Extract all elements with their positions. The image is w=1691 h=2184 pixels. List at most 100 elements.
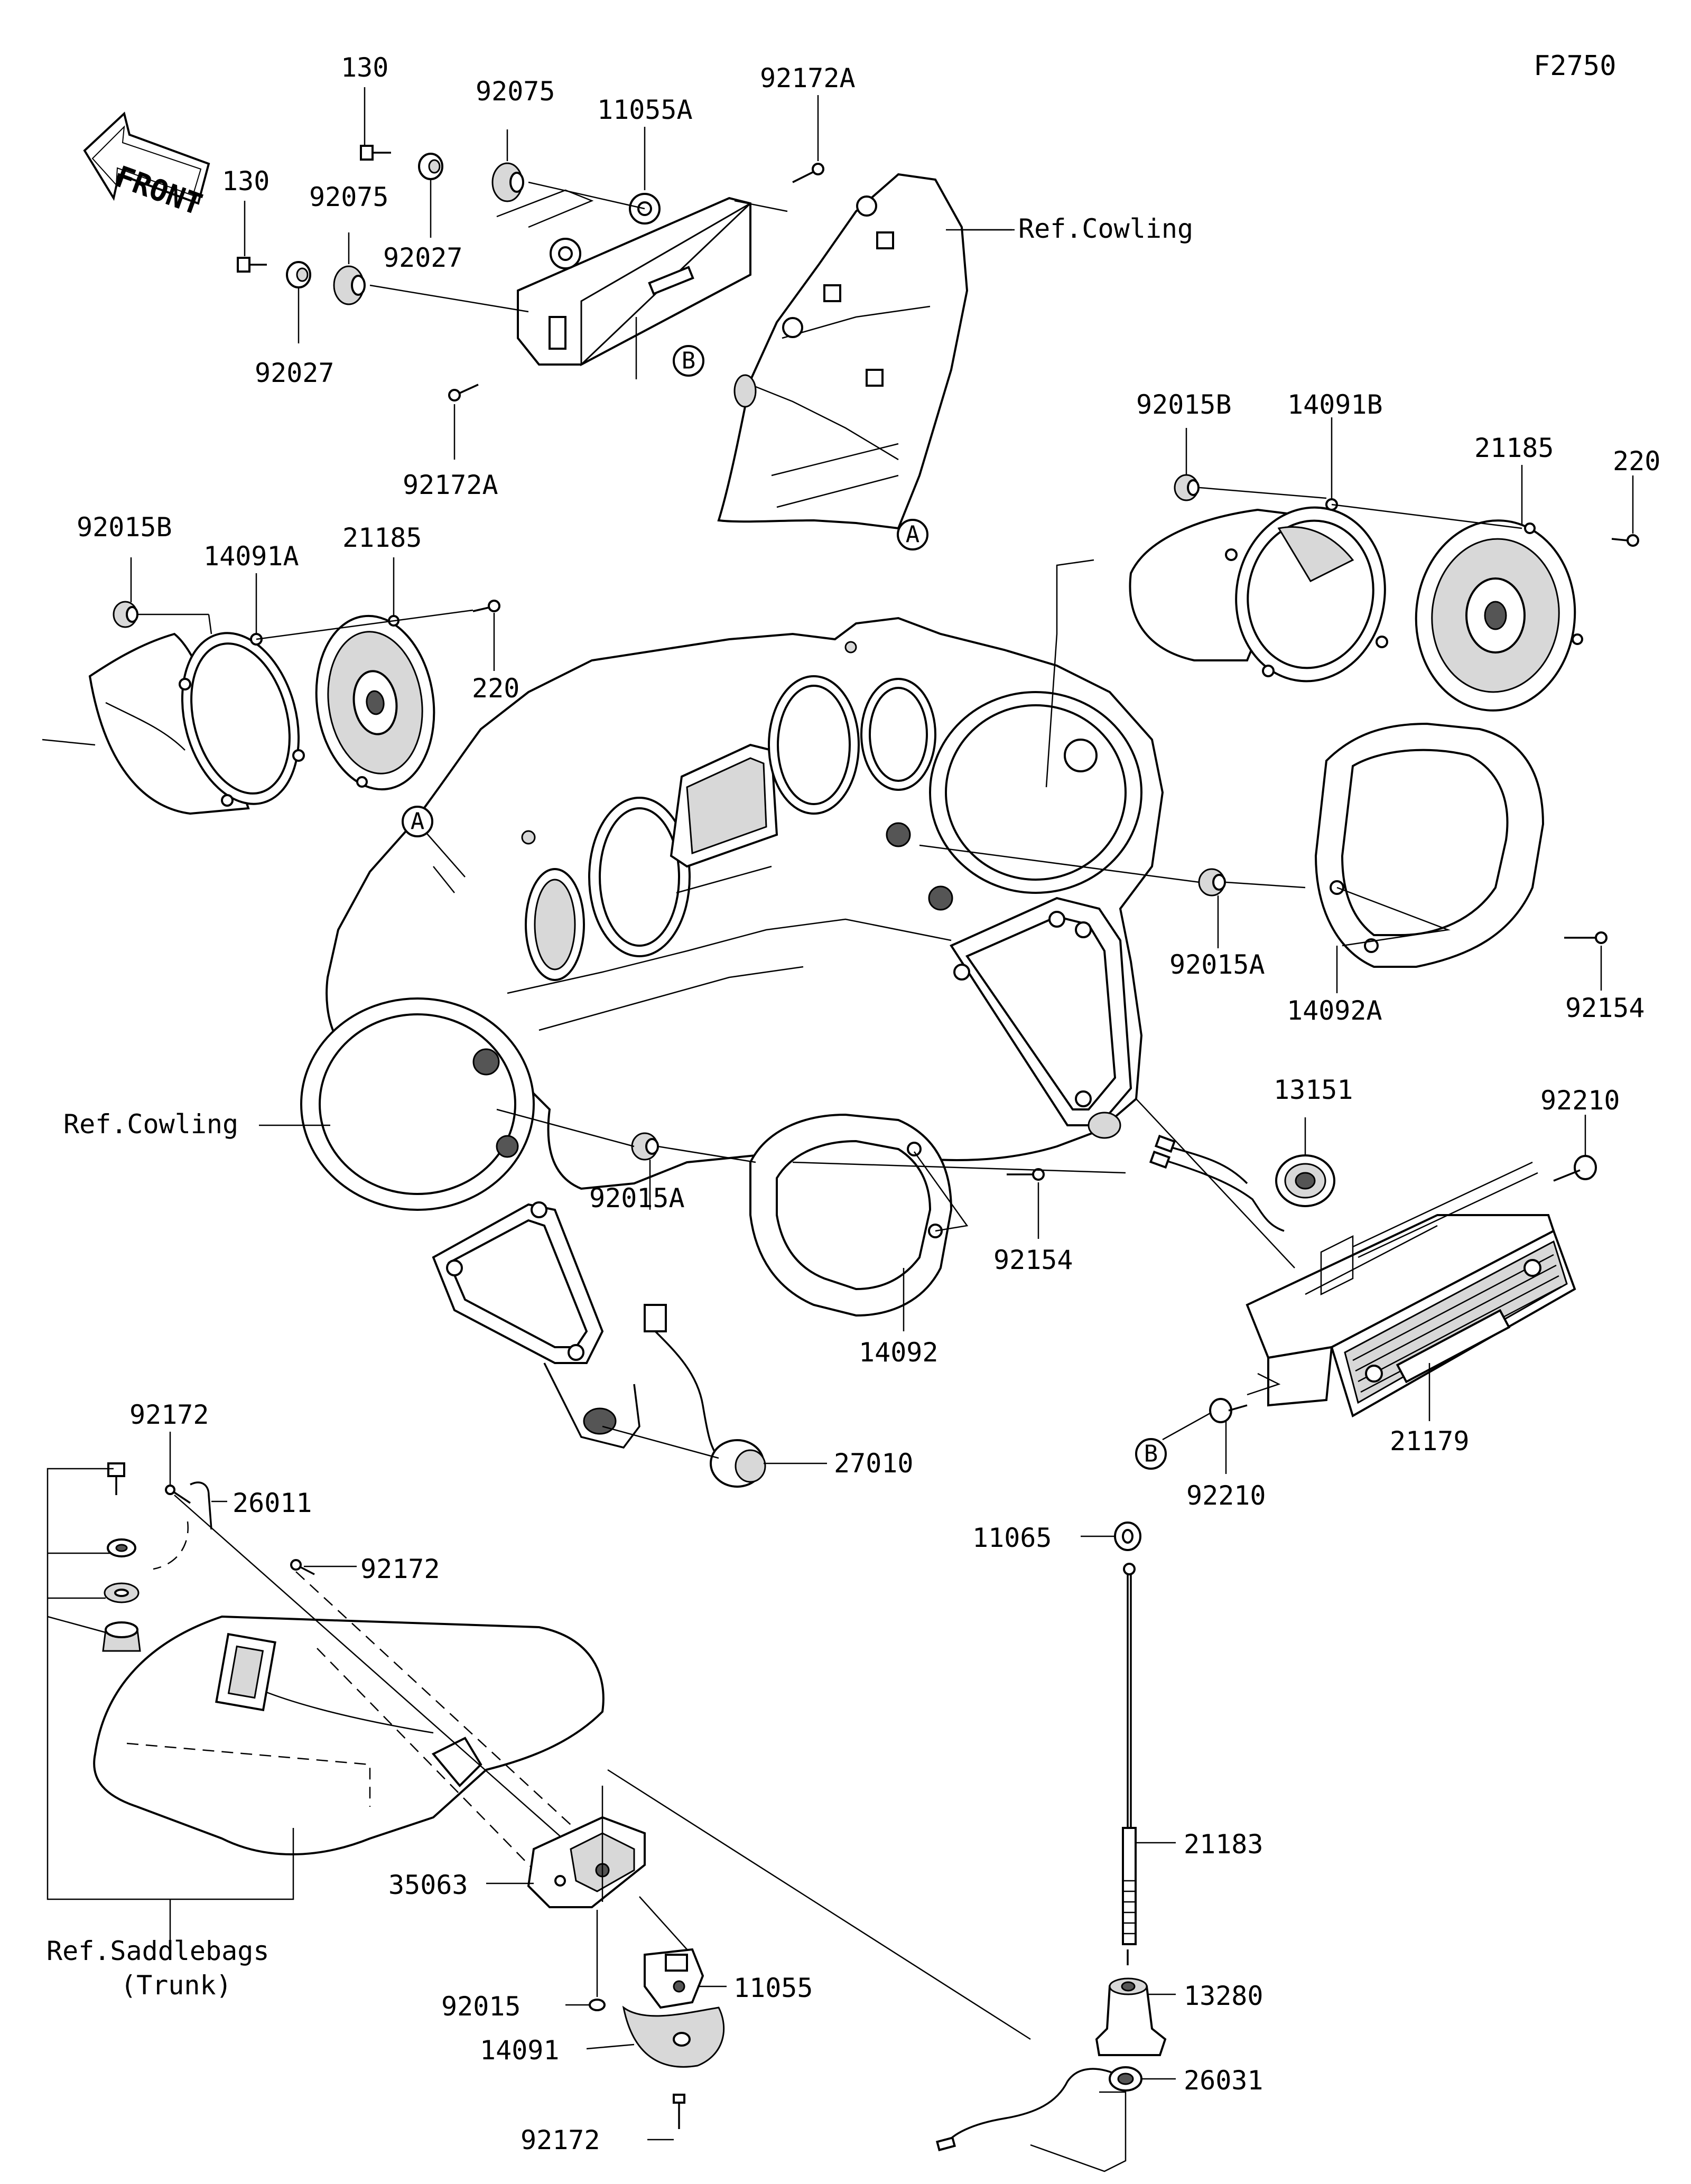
- svg-text:A: A: [906, 521, 920, 548]
- trim-leaders: [496, 844, 1602, 1331]
- label-14091a: 14091A: [203, 541, 299, 572]
- label-14092: 14092: [859, 1337, 939, 1368]
- screw-92172-bottom: [673, 2094, 685, 2129]
- bolt-92210-bottom: [1209, 1398, 1248, 1423]
- bolt-92210-top: [1553, 1155, 1597, 1182]
- saddlebag-trunk: [93, 1615, 605, 1855]
- right-speaker-21185: [1415, 519, 1583, 712]
- label-ref-saddlebags: Ref.Saddlebags: [47, 1936, 269, 1966]
- bolt-130-left: [237, 257, 267, 273]
- power-socket-13151: [1149, 1117, 1335, 1232]
- label-11065: 11065: [972, 1523, 1052, 1553]
- left-speaker-adapter-14091a: [88, 632, 305, 815]
- collar-92015a-left: [631, 1132, 659, 1161]
- label-21185-right: 21185: [1474, 433, 1554, 463]
- front-arrow-icon: FRONT: [83, 111, 210, 222]
- label-13151: 13151: [1274, 1075, 1353, 1105]
- label-92015a-right: 92015A: [1169, 949, 1265, 980]
- right-speaker-adapter-14091b: [1129, 498, 1388, 683]
- label-14091b: 14091B: [1287, 389, 1383, 420]
- label-220-left: 220: [472, 673, 519, 704]
- label-trunk: (Trunk): [120, 1970, 232, 2001]
- grommet-92075-left: [333, 265, 366, 305]
- label-11055: 11055: [733, 1973, 813, 2003]
- grommet-92075-top: [491, 162, 524, 202]
- label-130-left: 130: [222, 166, 270, 197]
- upper-cowling-fragment: [717, 173, 969, 530]
- label-14092a: 14092A: [1287, 995, 1382, 1026]
- figure-code: F2750: [1534, 50, 1616, 82]
- spacer-92015b-left: [113, 601, 138, 628]
- label-92210-top: 92210: [1540, 1085, 1620, 1116]
- label-ref-cowling-left: Ref.Cowling: [63, 1109, 238, 1140]
- collar-92015a-right: [1198, 868, 1226, 897]
- label-92015b-right: 92015B: [1136, 389, 1232, 420]
- screw-220-left: [472, 600, 500, 612]
- label-92210-bottom: 92210: [1186, 1480, 1266, 1511]
- ref-mark-a-left: A: [402, 806, 466, 878]
- collar-92027-top: [418, 153, 443, 180]
- switch-27010: [602, 1304, 827, 1488]
- label-14091: 14091: [480, 2035, 560, 2066]
- label-92027-left: 92027: [255, 358, 335, 388]
- label-13280: 13280: [1184, 1981, 1263, 2011]
- trunk-hardware: [102, 1462, 315, 1652]
- bolt-130-top: [360, 145, 391, 161]
- callout-labels: 130 130 92075 92075 92027 92027 11055A 9…: [47, 52, 1660, 2155]
- cover-14091: [622, 2005, 725, 2068]
- radio-bracket-11055a: [517, 193, 751, 367]
- antenna-leaders: [607, 1535, 1176, 2172]
- label-92172-3: 92172: [521, 2125, 600, 2155]
- spacer-92015b-right: [1174, 474, 1200, 501]
- svg-text:B: B: [1144, 1441, 1158, 1468]
- audio-unit-21179: [1246, 1161, 1576, 1417]
- top-bracket-leaders: [244, 87, 1012, 460]
- label-92027-top: 92027: [383, 242, 463, 273]
- label-21185-left: 21185: [342, 522, 422, 553]
- label-92172a-bottom: 92172A: [403, 470, 498, 500]
- audio-unit-leaders: [1136, 1098, 1586, 1474]
- label-92015b-left: 92015B: [77, 512, 172, 543]
- screw-92154-right: [1564, 931, 1608, 944]
- label-26011: 26011: [233, 1488, 312, 1518]
- inner-fairing: [300, 617, 1164, 1449]
- antenna-21183: [1114, 1522, 1141, 1965]
- trunk-leaders: [47, 1432, 598, 1949]
- right-speaker-leaders: [1045, 417, 1634, 788]
- left-speaker-21185: [315, 614, 435, 791]
- label-92154-left: 92154: [993, 1245, 1073, 1275]
- speaker-trim-14092: [749, 1113, 953, 1317]
- svg-text:B: B: [682, 348, 696, 375]
- antenna-mount-13280: [1095, 1977, 1167, 2056]
- screw-92154-left: [1007, 1168, 1045, 1181]
- label-92172-2: 92172: [360, 1554, 440, 1584]
- ref-mark-b-right: B: [1135, 1438, 1167, 1470]
- label-11055a: 11055A: [597, 95, 693, 125]
- label-21179: 21179: [1390, 1426, 1470, 1457]
- label-92075-left: 92075: [309, 182, 389, 212]
- ref-label-leaders: [259, 229, 1015, 1126]
- collar-92027-left: [286, 261, 311, 288]
- label-92015a-left: 92015A: [589, 1183, 685, 1214]
- ref-mark-b-top: B: [673, 345, 704, 377]
- label-92172a-top: 92172A: [760, 63, 856, 94]
- speaker-trim-14092a: [1314, 722, 1545, 968]
- screw-92172a-top: [792, 163, 824, 183]
- label-ref-cowling-top: Ref.Cowling: [1018, 213, 1193, 244]
- ref-mark-a-top: A: [897, 519, 928, 550]
- bracket-11055: [644, 1948, 704, 2009]
- lower-leaders: [486, 1786, 727, 2141]
- label-92075-top: 92075: [476, 76, 555, 107]
- label-220-right: 220: [1613, 446, 1660, 477]
- label-21183: 21183: [1184, 1829, 1263, 1860]
- label-27010: 27010: [834, 1448, 914, 1479]
- label-130-top: 130: [341, 52, 388, 83]
- label-26031: 26031: [1184, 2065, 1263, 2096]
- label-92015: 92015: [441, 1991, 521, 2022]
- label-92154-right: 92154: [1565, 993, 1645, 1023]
- label-35063: 35063: [388, 1870, 468, 1900]
- nut-92015: [589, 1999, 606, 2011]
- svg-text:A: A: [411, 808, 425, 835]
- antenna-cable-26031: [935, 2066, 1142, 2152]
